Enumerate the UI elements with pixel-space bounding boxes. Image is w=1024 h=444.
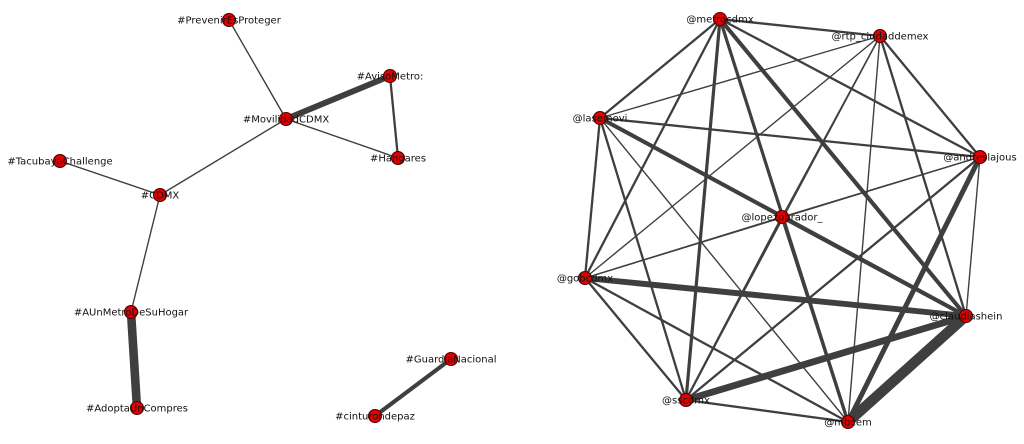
edge-rtp-mbcem	[847, 35, 881, 423]
edge-metrocdmx-lasemovi	[598, 17, 722, 120]
edge-gobcdmx-claudiashein	[582, 275, 969, 319]
edge-lopezobrador-claudiashein	[779, 214, 969, 319]
node-label-sscdmx: @sscdmx	[662, 396, 710, 407]
edge-lopezobrador-mbcem	[780, 215, 850, 424]
edge-MovilidadCDMX-Hangares	[285, 118, 399, 159]
node-label-mbcem: @mbcem	[824, 418, 871, 429]
node-label-cinturondepaz: #cinturondepaz	[335, 412, 415, 423]
edge-lasemovi-mbcem	[599, 117, 849, 423]
node-label-lopezobrador: @lopezobrador_	[742, 213, 824, 224]
edge-lasemovi-sscdmx	[598, 116, 688, 402]
node-label-AUnMetroDeSuHogar: #AUnMetroDeSuHogar	[74, 308, 189, 319]
edges-layer	[59, 16, 983, 428]
node-rtp[interactable]	[873, 29, 887, 43]
node-label-gobcdmx: @gobcdmx	[557, 274, 613, 285]
edge-metrocdmx-rtp	[718, 17, 882, 38]
edge-CDMX-AUnMetroDeSuHogar	[130, 194, 161, 313]
node-CDMX[interactable]	[153, 188, 167, 202]
edge-MovilidadCDMX-AvisoMetro	[283, 73, 393, 122]
node-label-PrevenirEsProteger: #PrevenirEsProteger	[177, 16, 282, 27]
node-claudiashein[interactable]	[959, 309, 973, 323]
nodes-layer	[53, 12, 987, 429]
node-andresajous[interactable]	[973, 150, 987, 164]
node-gobcdmx[interactable]	[578, 271, 592, 285]
edge-gobcdmx-mbcem	[583, 276, 850, 424]
edge-lasemovi-gobcdmx	[583, 116, 602, 280]
node-Hangares[interactable]	[391, 151, 405, 165]
edge-andresajous-claudiashein	[965, 156, 981, 317]
node-metrocdmx[interactable]	[713, 12, 727, 26]
edge-rtp-andresajous	[878, 34, 982, 159]
node-label-TacubayaChallenge: #TacubayaChallenge	[7, 157, 112, 168]
node-TacubayaChallenge[interactable]	[53, 154, 67, 168]
node-label-metrocdmx: @metrocdmx	[686, 15, 753, 26]
edge-TacubayaChallenge-CDMX	[59, 160, 161, 196]
edge-lopezobrador-gobcdmx	[584, 216, 783, 279]
node-mbcem[interactable]	[841, 415, 855, 429]
edge-metrocdmx-andresajous	[718, 17, 982, 159]
node-lasemovi[interactable]	[593, 111, 607, 125]
edge-PrevenirEsProteger-MovilidadCDMX	[228, 19, 287, 120]
edge-claudiashein-mbcem	[842, 310, 972, 428]
edge-GuardiaNacional-cinturondepaz	[372, 356, 454, 419]
node-label-AvisoMetro: #AvisoMetro:	[357, 72, 424, 83]
node-label-MovilidadCDMX: #MovilidadCDMX	[243, 115, 330, 126]
edge-rtp-gobcdmx	[584, 35, 881, 279]
node-AdoptaUnCompres[interactable]	[130, 401, 144, 415]
node-label-andresajous: @andreslajous	[943, 153, 1016, 164]
node-GuardiaNacional[interactable]	[444, 352, 458, 366]
node-MovilidadCDMX[interactable]	[279, 112, 293, 126]
node-cinturondepaz[interactable]	[368, 409, 382, 423]
edge-AUnMetroDeSuHogar-AdoptaUnCompres	[126, 307, 142, 413]
labels-layer: #PrevenirEsProteger #AvisoMetro: #Movilida…	[7, 15, 1016, 429]
edge-gobcdmx-sscdmx	[583, 276, 688, 402]
node-label-CDMX: #CDMX	[141, 191, 180, 202]
node-AvisoMetro[interactable]	[383, 69, 397, 83]
edge-rtp-lasemovi	[599, 35, 881, 119]
edge-rtp-claudiashein	[878, 34, 968, 318]
node-label-claudiashein: @claudiashein	[930, 312, 1003, 323]
edge-MovilidadCDMX-CDMX	[159, 118, 287, 196]
edge-AvisoMetro-Hangares	[388, 74, 400, 160]
edge-claudiashein-sscdmx	[682, 312, 970, 404]
edge-sscdmx-mbcem	[684, 398, 850, 424]
edge-lopezobrador-sscdmx	[684, 215, 784, 402]
node-sscdmx[interactable]	[679, 393, 693, 407]
node-label-AdoptaUnCompres: #AdoptaUnCompres	[86, 404, 188, 415]
node-lopezobrador[interactable]	[775, 210, 789, 224]
node-label-GuardiaNacional: #GuardiaNacional	[405, 355, 496, 366]
node-PrevenirEsProteger[interactable]	[222, 13, 236, 27]
node-label-Hangares: #Hangares	[370, 154, 426, 165]
edge-lasemovi-andresajous	[598, 116, 982, 159]
node-AUnMetroDeSuHogar[interactable]	[124, 305, 138, 319]
node-label-rtp: @rtp_ciudaddemex	[832, 32, 929, 43]
node-label-lasemovi: @lasemovi	[573, 114, 628, 125]
